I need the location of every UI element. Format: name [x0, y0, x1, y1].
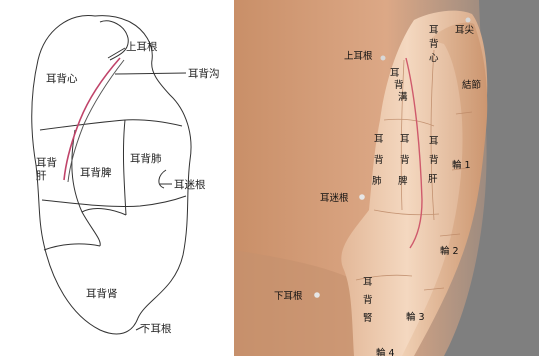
- marker-helix-tip: [466, 18, 471, 23]
- leader-groove: [115, 73, 186, 74]
- marker-upper-root: [381, 56, 386, 61]
- label-liver-l1: 耳背: [36, 156, 57, 169]
- region-line-top: [40, 120, 182, 130]
- model-label-kidney-l2: 背: [363, 294, 373, 306]
- label-liver: 耳背 肝: [36, 156, 60, 182]
- model-label-helix-tip: 耳尖: [455, 24, 475, 36]
- model-label-lung-l1: 耳: [374, 134, 384, 145]
- label-vagus-root: 耳迷根: [174, 178, 206, 191]
- label-heart: 耳背心: [46, 72, 78, 85]
- ear-back-3d-model: 耳尖 上耳根 耳 背 心 耳 背 溝 結節 耳 背 肺 耳 背 脾 耳 背 肝 …: [234, 0, 539, 356]
- region-line-spleen: [82, 209, 126, 215]
- vagus-root-curve: [159, 170, 166, 188]
- region-line-low: [44, 244, 100, 250]
- label-liver-l2: 肝: [36, 170, 47, 182]
- model-label-helix2: 輪 2: [440, 245, 459, 257]
- model-label-liver-l3: 肝: [428, 174, 438, 185]
- model-label-spleen-l2: 背: [400, 154, 410, 166]
- model-label-heart-l3: 心: [429, 53, 439, 64]
- marker-vagus-root: [359, 194, 365, 200]
- ear-back-line-diagram: 上耳根 耳背沟 耳背心 耳背 肝 耳背脾 耳背肺 耳迷根 耳背肾 下耳根: [0, 0, 232, 356]
- label-spleen: 耳背脾: [80, 166, 112, 179]
- model-label-groove-l1: 耳: [390, 68, 400, 79]
- label-groove: 耳背沟: [188, 67, 220, 80]
- model-label-node: 結節: [462, 79, 482, 91]
- marker-lower-root: [314, 292, 320, 298]
- model-label-heart-l1: 耳: [429, 25, 439, 36]
- model-label-upper-root: 上耳根: [344, 50, 373, 62]
- model-label-helix4: 輪 4: [376, 347, 395, 356]
- model-label-spleen-l1: 耳: [400, 134, 410, 145]
- label-kidney: 耳背肾: [86, 287, 118, 300]
- label-lung: 耳背肺: [130, 152, 162, 165]
- model-label-kidney-l3: 腎: [363, 313, 373, 324]
- model-label-groove-l2: 背: [394, 79, 404, 91]
- model-label-helix1: 輪 1: [452, 159, 471, 171]
- model-label-heart-l2: 背: [429, 38, 439, 50]
- model-label-helix3: 輪 3: [406, 311, 425, 323]
- region-line-v2: [123, 120, 126, 215]
- model-label-lower-root: 下耳根: [274, 290, 303, 302]
- model-label-liver-l1: 耳: [429, 136, 439, 147]
- model-label-lung-l2: 背: [374, 154, 384, 166]
- model-label-liver-l2: 背: [429, 154, 439, 166]
- model-label-vagus-root: 耳迷根: [320, 192, 349, 204]
- model-label-spleen-l3: 脾: [398, 175, 408, 187]
- model-label-groove-l3: 溝: [398, 91, 408, 103]
- model-label-lung-l3: 肺: [372, 176, 382, 187]
- region-line-mid: [42, 196, 186, 207]
- label-lower-root: 下耳根: [140, 322, 172, 335]
- label-upper-root: 上耳根: [126, 40, 158, 53]
- model-label-kidney-l1: 耳: [363, 277, 373, 288]
